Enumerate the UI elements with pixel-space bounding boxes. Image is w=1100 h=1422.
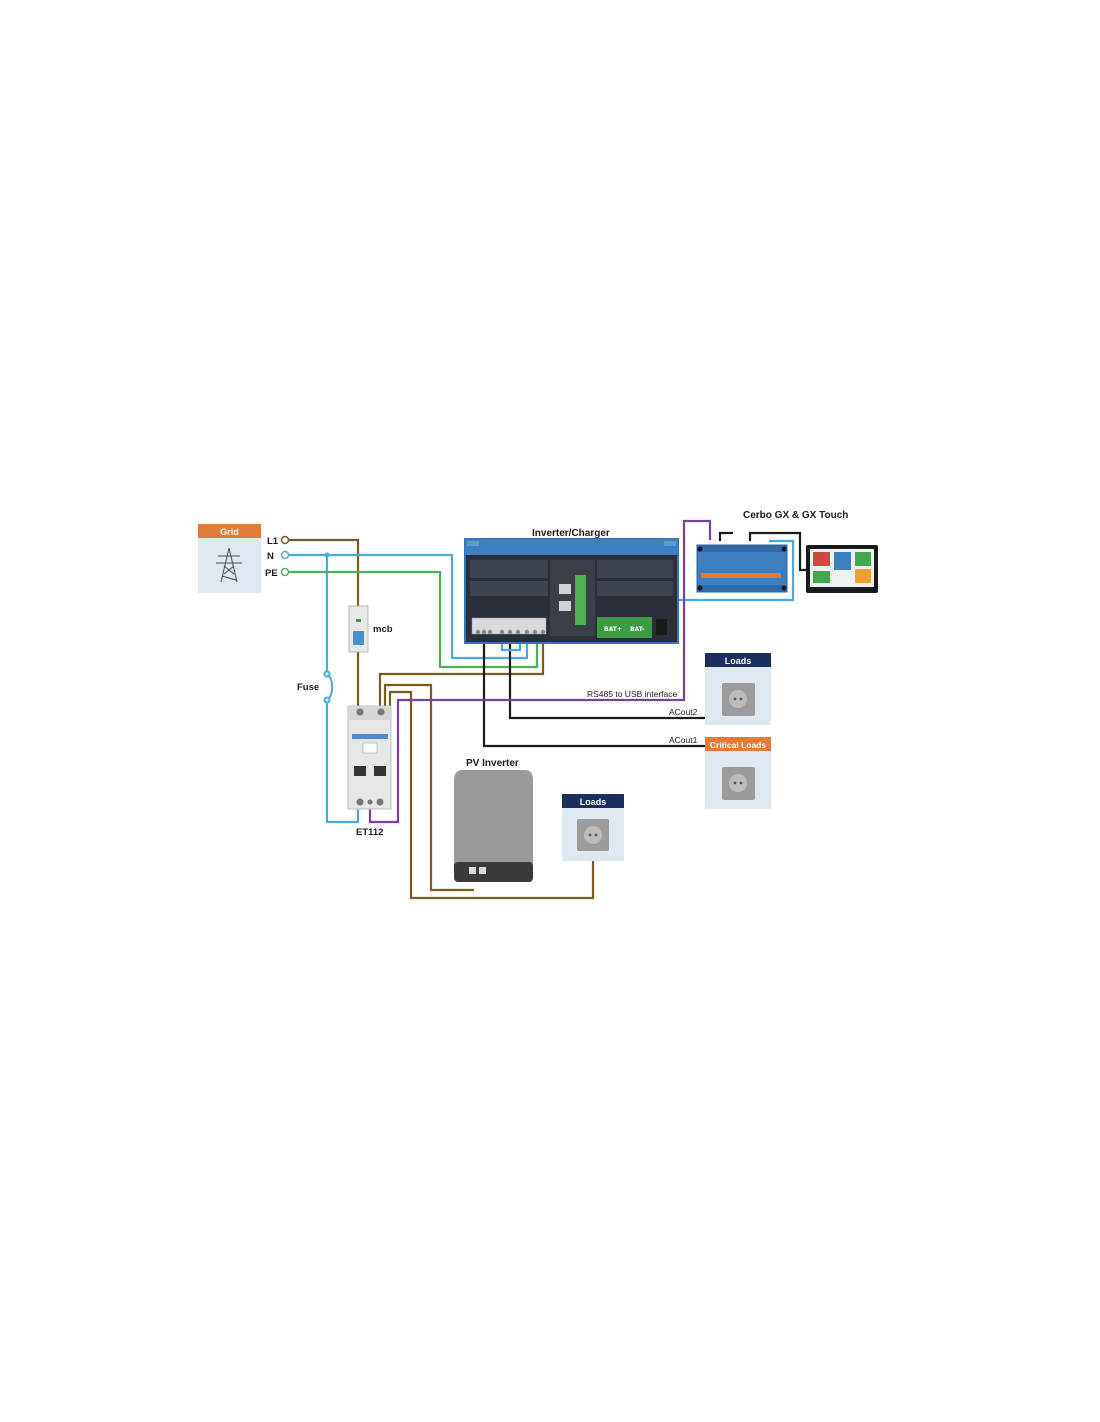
et112-label: ET112 <box>356 827 383 838</box>
cerbo-gx <box>696 544 788 593</box>
terminal-pe: PE <box>265 568 278 579</box>
grid-box: Grid <box>198 524 261 593</box>
critical-loads-title: Critical Loads <box>710 740 766 750</box>
terminal-l1: L1 <box>267 536 279 547</box>
mcb-label: mcb <box>373 624 393 635</box>
loads-bottom: Loads <box>562 794 624 861</box>
power-pylon-icon <box>216 547 242 583</box>
bat-plus-label: BAT+ <box>604 626 622 633</box>
inverter-charger-label: Inverter/Charger <box>532 528 610 539</box>
loads-top: Loads <box>705 653 771 725</box>
fuse-label: Fuse <box>297 682 319 693</box>
wire-acout2 <box>508 632 706 720</box>
wire-cerbo-vebus <box>718 531 733 541</box>
grid-title: Grid <box>220 527 239 537</box>
pv-inverter-label: PV Inverter <box>466 758 519 769</box>
acout2-label: ACout2 <box>669 707 698 717</box>
wire-pv-l <box>383 683 474 892</box>
rs485-label: RS485 to USB interface <box>587 689 678 699</box>
wire-loads-l <box>388 690 595 900</box>
junction-n <box>324 552 330 558</box>
terminal-n: N <box>267 551 274 562</box>
socket-icon <box>577 819 609 851</box>
gx-touch <box>806 545 878 593</box>
socket-icon <box>722 767 755 800</box>
inverter-charger: BAT+ BAT- <box>464 538 679 644</box>
critical-loads: Critical Loads <box>705 737 771 809</box>
wire-cerbo-touch <box>748 531 806 572</box>
bat-minus-label: BAT- <box>630 626 645 633</box>
wire-acout1 <box>482 632 706 748</box>
vent-grill-left <box>470 560 548 596</box>
wire-n <box>288 553 529 660</box>
vent-grill-right <box>597 560 673 596</box>
fuse-symbol <box>323 670 334 704</box>
acout1-label: ACout1 <box>669 735 698 745</box>
wire-pe <box>288 570 539 669</box>
pv-inverter <box>454 770 533 882</box>
terminal-l1-point <box>280 535 290 545</box>
wire-l1 <box>288 538 360 606</box>
mcb-breaker <box>348 605 369 653</box>
loads-bottom-title: Loads <box>580 797 607 807</box>
et112-meter <box>347 705 392 810</box>
wire-rs485 <box>368 519 712 824</box>
wire-n-fuse-lower <box>325 700 360 824</box>
socket-icon <box>722 683 755 716</box>
terminal-pe-point <box>280 567 290 577</box>
terminal-n-point <box>280 550 290 560</box>
grid-terminals <box>280 535 330 577</box>
loads-top-title: Loads <box>725 656 752 666</box>
wire-acin-l <box>378 632 545 706</box>
cerbo-label: Cerbo GX & GX Touch <box>743 510 848 521</box>
